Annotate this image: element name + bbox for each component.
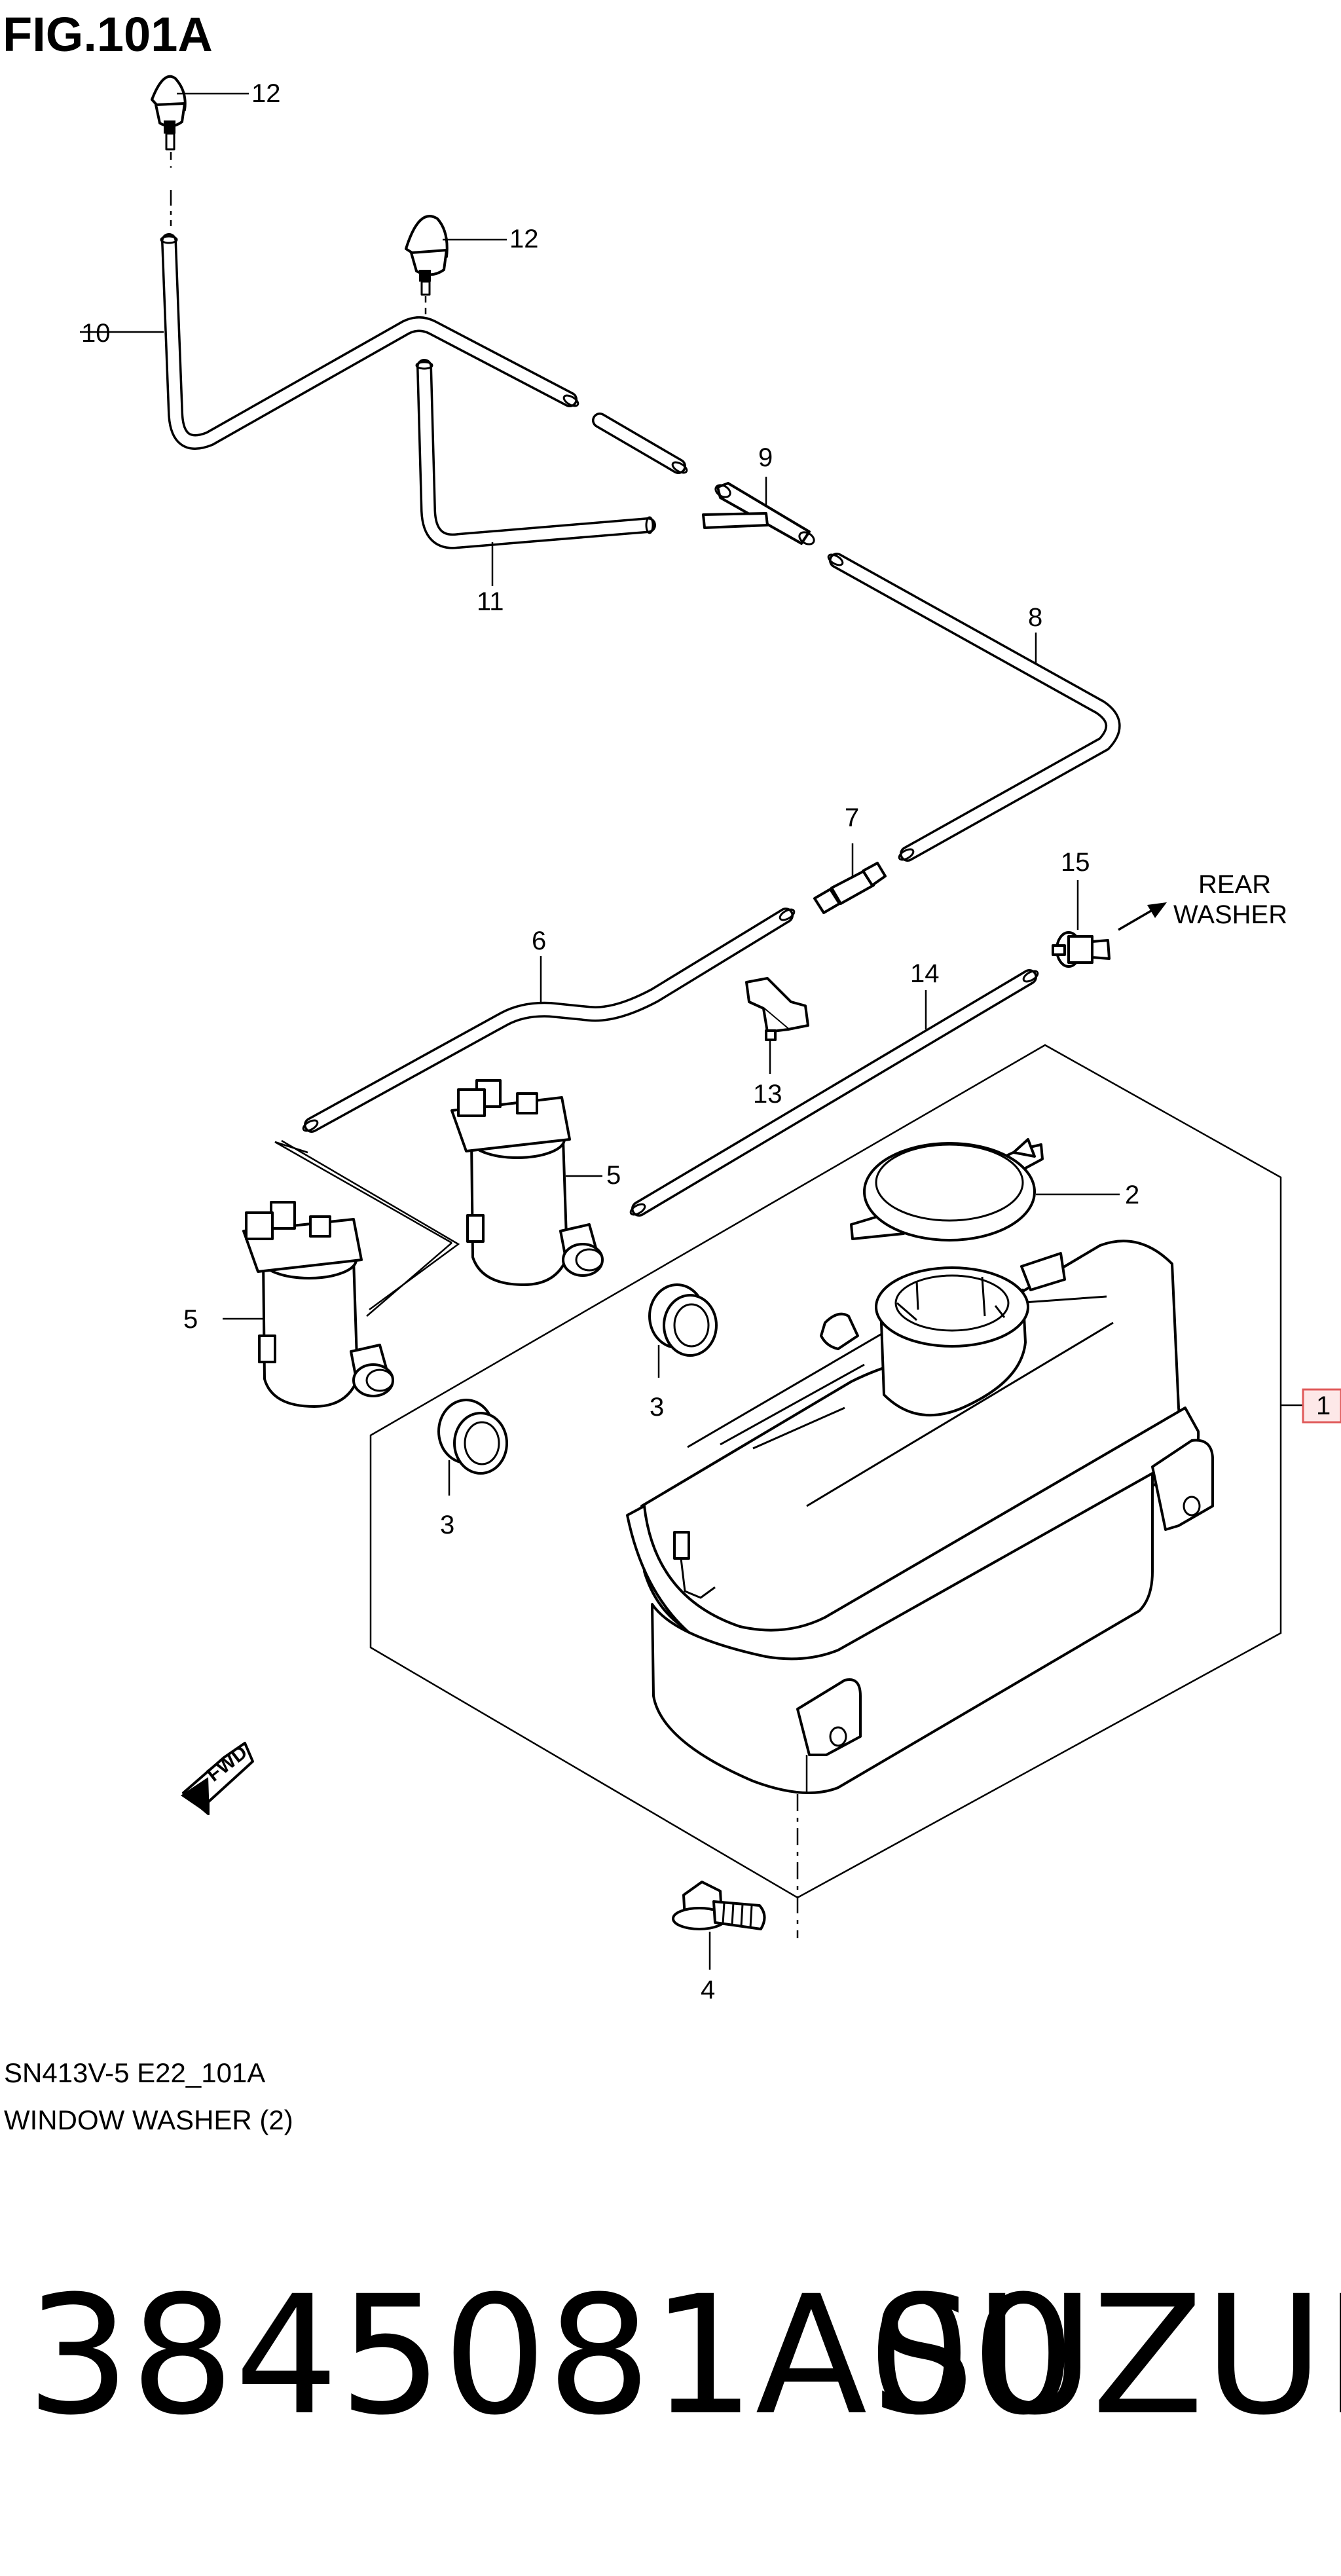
washer-pump-upper xyxy=(450,1079,604,1286)
reservoir-cap-2 xyxy=(850,1138,1120,1242)
callout-2: 2 xyxy=(1125,1181,1139,1209)
callout-11: 11 xyxy=(477,587,504,616)
washer-hose-8 xyxy=(827,553,1121,862)
rear-washer-label-line2: WASHER xyxy=(1173,900,1287,929)
washer-nozzle-top xyxy=(151,75,249,226)
callout-13: 13 xyxy=(753,1080,782,1109)
hose-joint xyxy=(592,413,688,474)
callout-8: 8 xyxy=(1028,603,1042,632)
callout-12-second: 12 xyxy=(509,225,539,253)
callout-12-top: 12 xyxy=(251,79,281,108)
washer-pump-lower xyxy=(223,1201,394,1408)
grommet-3-lower xyxy=(437,1399,508,1496)
connector-7 xyxy=(813,843,887,914)
check-valve-15 xyxy=(1052,880,1167,968)
callout-4: 4 xyxy=(701,1976,715,2004)
callout-3-lower: 3 xyxy=(440,1511,454,1539)
washer-hose-14 xyxy=(629,969,1039,1217)
callout-15: 15 xyxy=(1061,848,1090,877)
y-joint-9 xyxy=(702,477,815,545)
washer-hose-10 xyxy=(80,233,579,450)
washer-hose-11 xyxy=(415,359,656,586)
callout-14: 14 xyxy=(910,959,940,988)
callout-1-box: 1 xyxy=(1302,1388,1341,1424)
pump-guide-lines xyxy=(274,1139,460,1317)
callout-1: 1 xyxy=(1316,1391,1331,1420)
washer-hose-6 xyxy=(302,908,796,1133)
callout-7: 7 xyxy=(845,803,859,832)
washer-nozzle-second xyxy=(405,215,507,314)
rear-washer-label-line1: REAR xyxy=(1198,870,1271,899)
forward-arrow-icon: FWD xyxy=(181,1741,254,1815)
callout-6: 6 xyxy=(532,927,546,955)
figure-title: FIG.101A xyxy=(3,7,213,62)
callout-5-lower: 5 xyxy=(183,1305,198,1334)
washer-tank-1 xyxy=(626,1240,1214,1938)
diagram-name: WINDOW WASHER (2) xyxy=(4,2105,293,2135)
part-number: 3845081A00 xyxy=(26,2260,1076,2451)
callout-9: 9 xyxy=(758,443,773,472)
tank-assembly-outline xyxy=(369,1044,1303,1899)
grommet-3-upper xyxy=(648,1283,718,1378)
brand-name: SUZUKI xyxy=(871,2260,1341,2451)
callout-10: 10 xyxy=(81,319,111,348)
hose-clip-13 xyxy=(745,977,809,1074)
callout-5-upper: 5 xyxy=(606,1161,621,1190)
bolt-4 xyxy=(672,1881,766,1970)
diagram-code: SN413V-5 E22_101A xyxy=(4,2057,265,2088)
callout-3-upper: 3 xyxy=(650,1393,664,1422)
